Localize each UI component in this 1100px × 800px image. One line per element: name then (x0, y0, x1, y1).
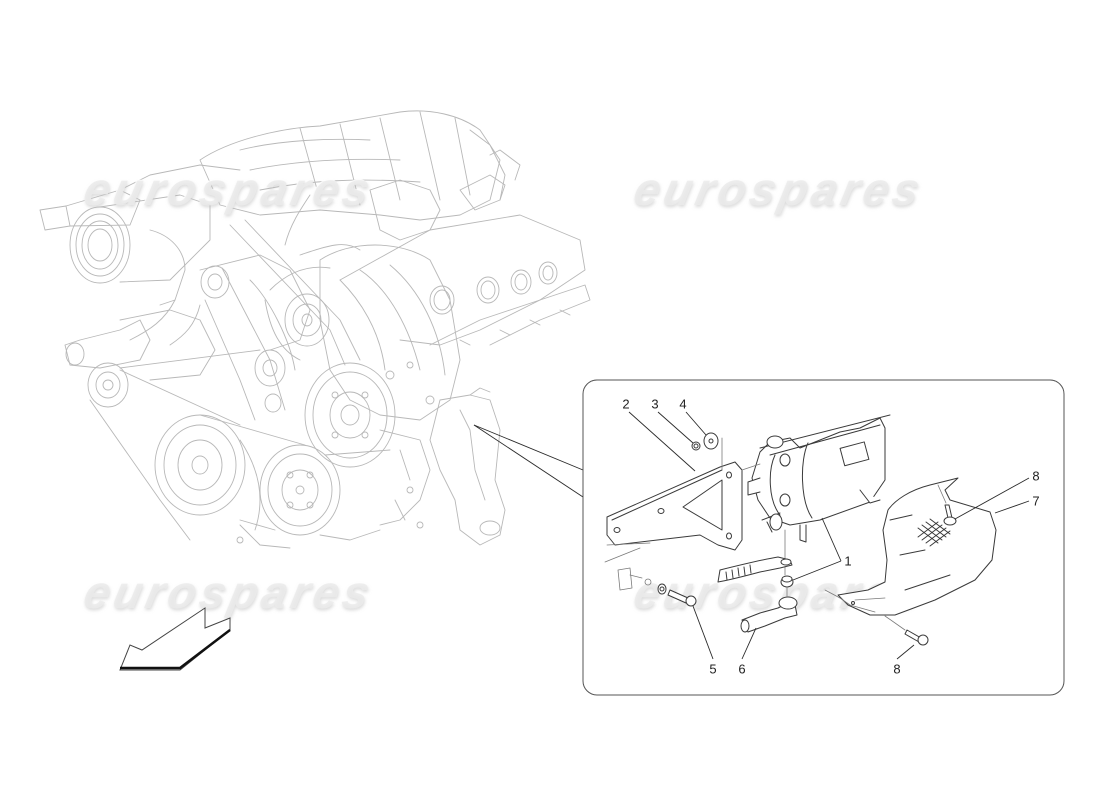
heat-shield-part (824, 477, 997, 616)
part-label-7[interactable]: 7 (1032, 493, 1040, 509)
part-label-4[interactable]: 4 (679, 396, 687, 412)
washer-part (703, 432, 719, 450)
part-label-1[interactable]: 1 (844, 553, 852, 569)
detail-callout-box (582, 379, 1065, 696)
part-label-8-upper[interactable]: 8 (1032, 468, 1040, 484)
part-label-5[interactable]: 5 (709, 661, 717, 677)
mounting-bracket-part (604, 437, 743, 563)
nut-part (691, 441, 701, 451)
front-direction-arrow-icon (119, 607, 231, 671)
cable-part (717, 556, 793, 583)
cable-terminal-part (740, 596, 798, 633)
label-leaders (628, 411, 1030, 660)
starter-nut-part (780, 575, 794, 588)
part-label-8-lower[interactable]: 8 (893, 661, 901, 677)
starter-motor-part (747, 414, 891, 543)
part-label-3[interactable]: 3 (651, 396, 659, 412)
screw-part-upper (937, 484, 957, 526)
screw-part-lower (884, 615, 929, 646)
part-label-2[interactable]: 2 (622, 396, 630, 412)
part-label-6[interactable]: 6 (738, 661, 746, 677)
grommet-part (617, 567, 652, 591)
bolt-part (657, 583, 697, 607)
